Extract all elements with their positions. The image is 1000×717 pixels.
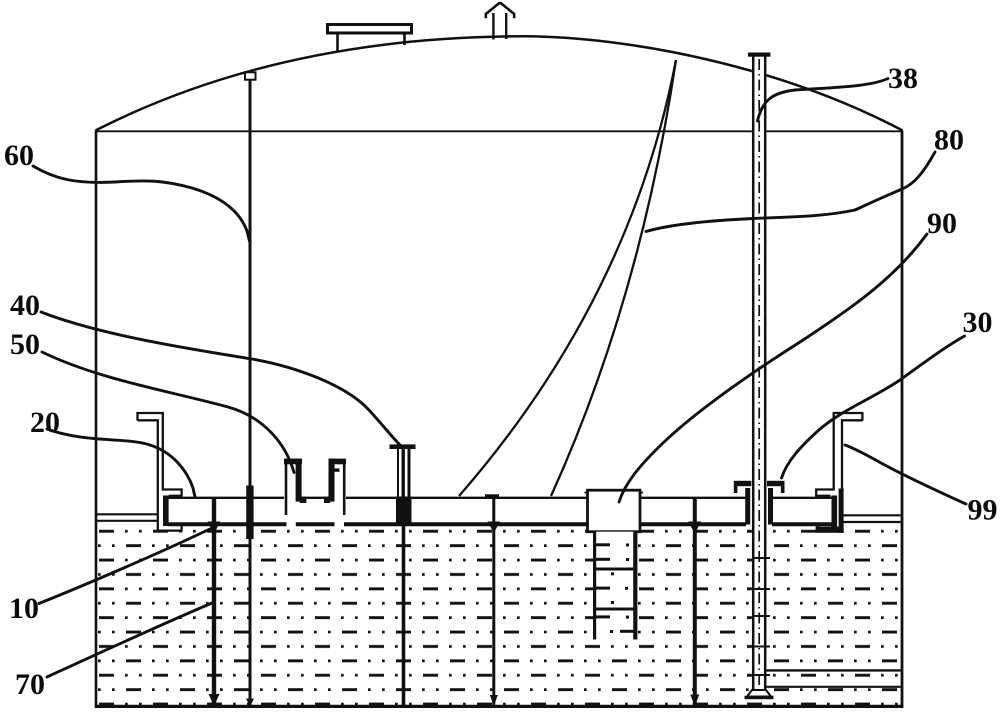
svg-text:90: 90	[927, 207, 957, 240]
svg-text:38: 38	[888, 62, 918, 95]
svg-text:10: 10	[9, 592, 39, 625]
svg-text:70: 70	[15, 668, 45, 701]
svg-text:30: 30	[963, 306, 993, 339]
svg-text:60: 60	[4, 139, 34, 172]
svg-text:50: 50	[10, 328, 40, 361]
svg-text:99: 99	[968, 494, 998, 527]
svg-text:40: 40	[10, 289, 40, 322]
svg-text:80: 80	[934, 124, 964, 157]
svg-text:20: 20	[30, 406, 60, 439]
